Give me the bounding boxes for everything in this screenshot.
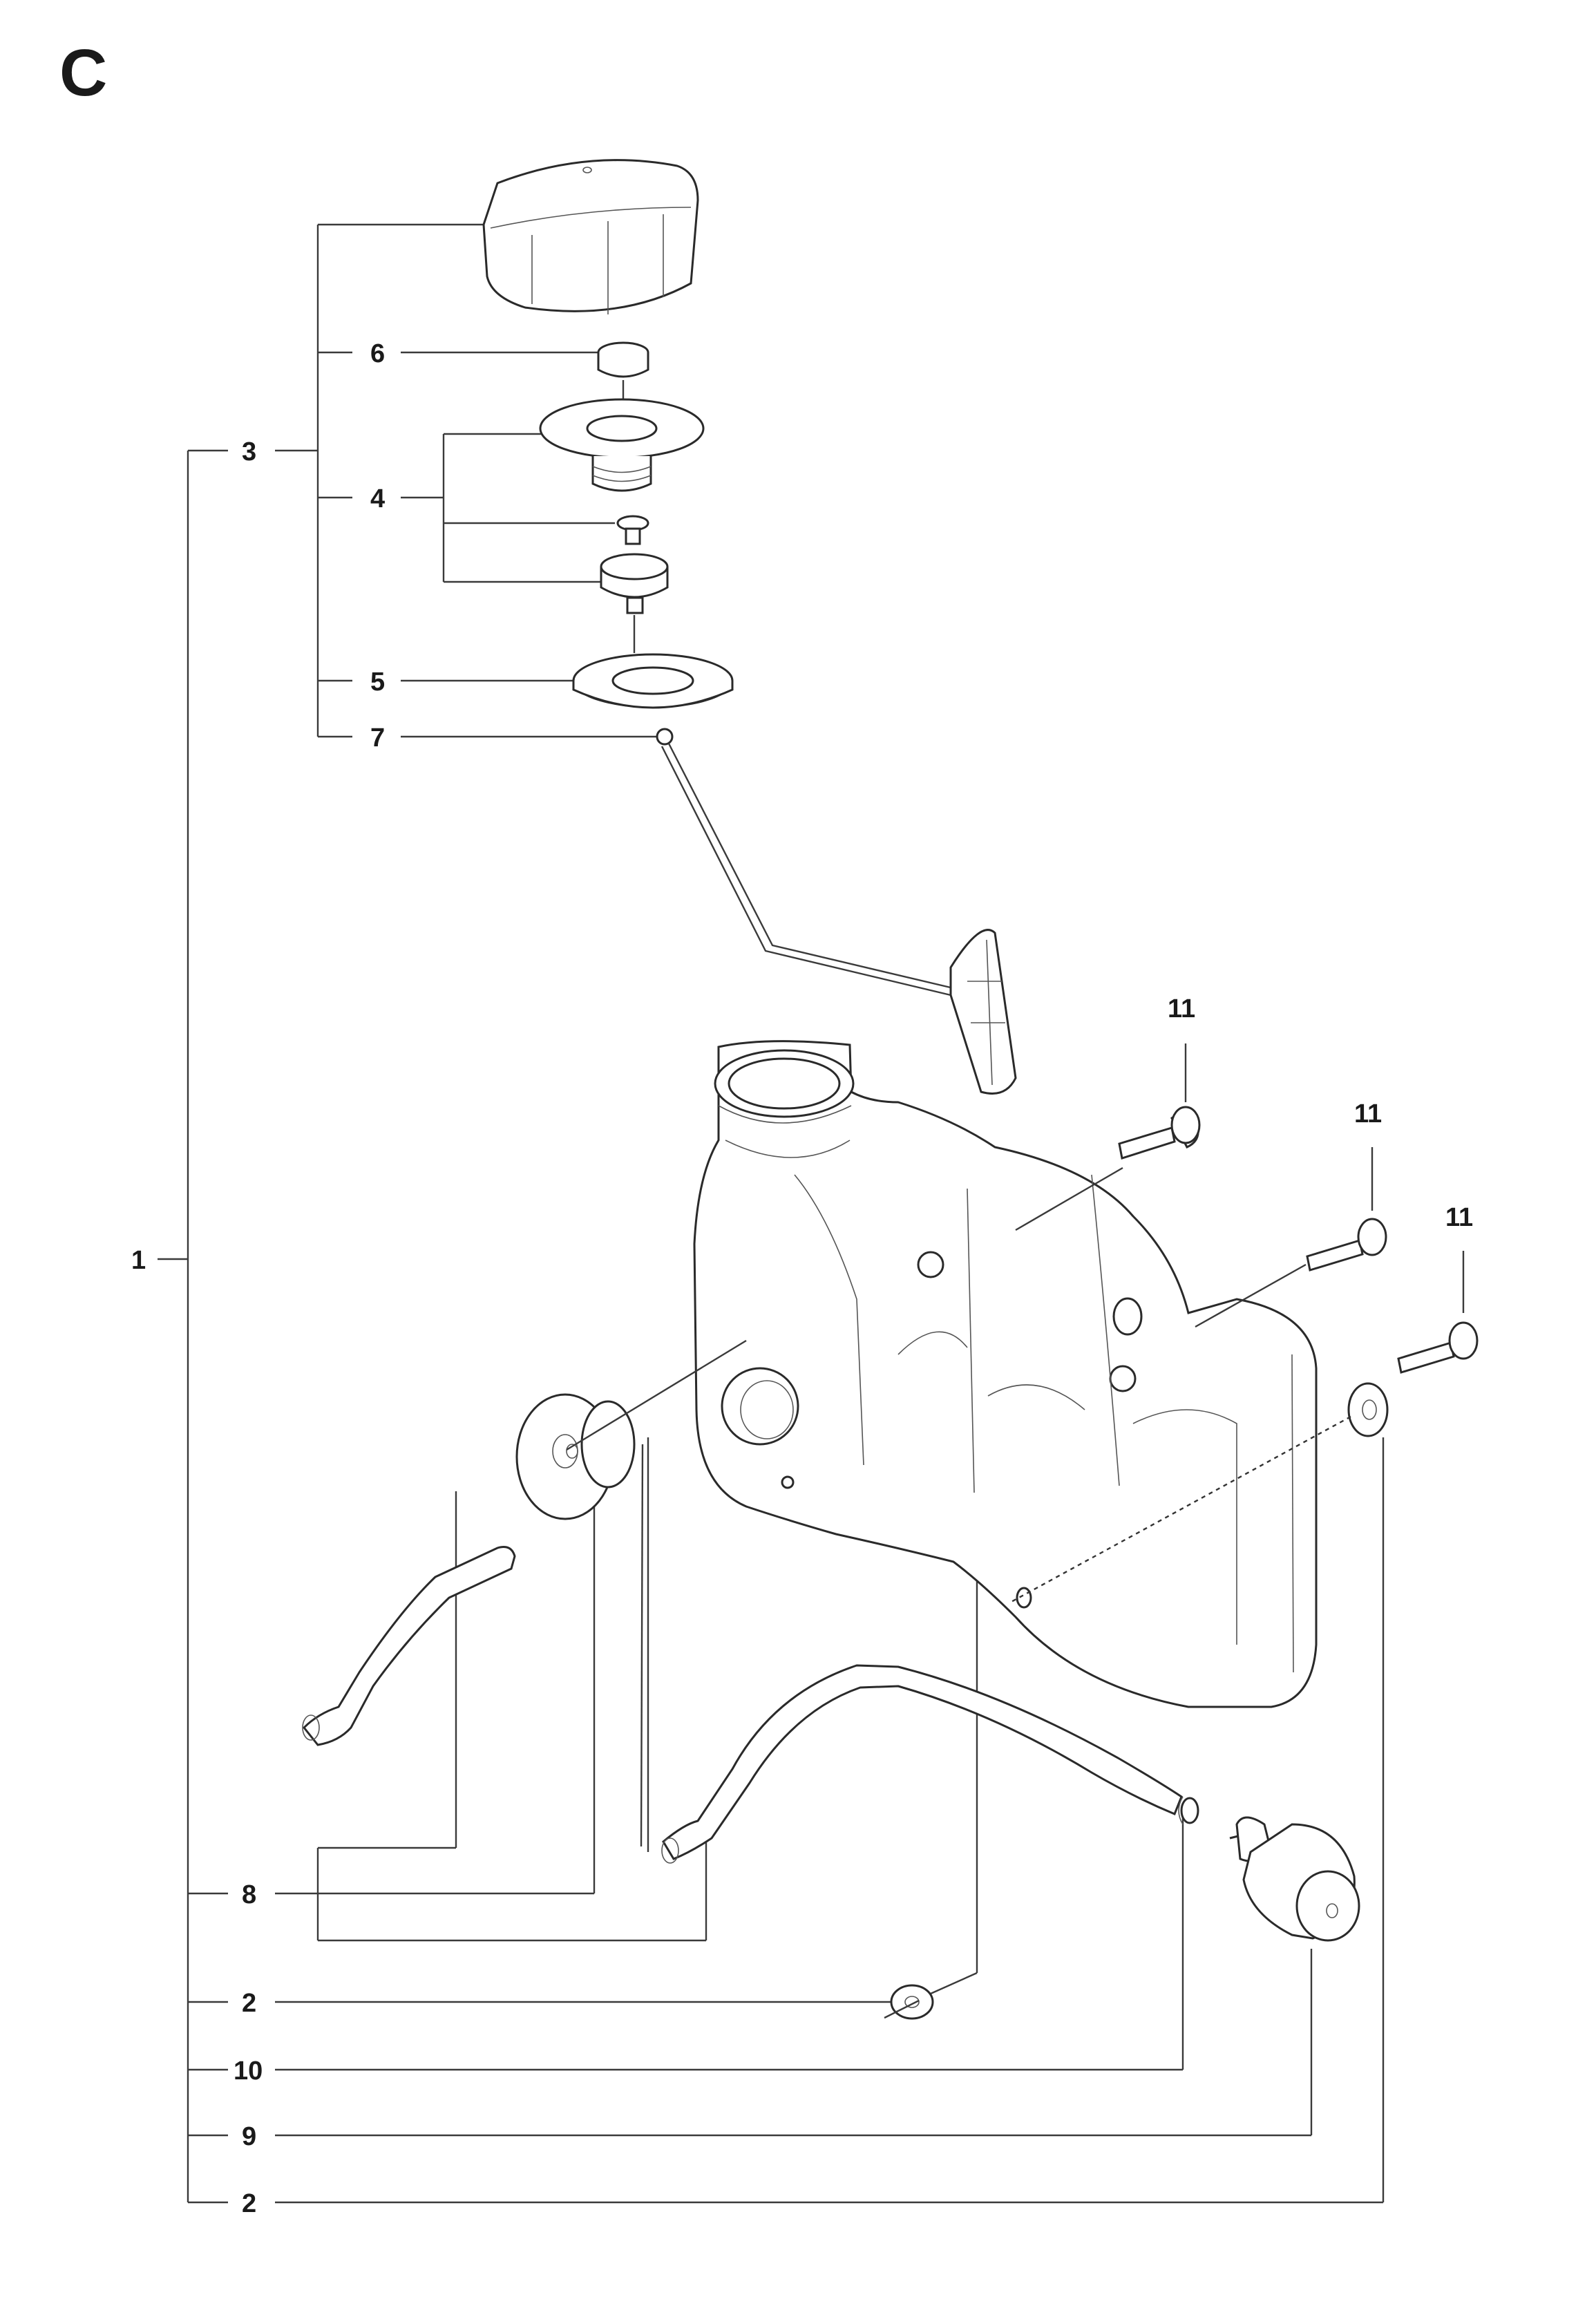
cap-seal [597, 341, 649, 432]
callout-9: 9 [242, 2122, 256, 2151]
callout-8: 8 [242, 1880, 256, 1909]
cap-insert [539, 398, 705, 653]
callout-1: 1 [131, 1246, 146, 1275]
fuel-tank [693, 1040, 1318, 1708]
grommet [515, 1393, 636, 1520]
callout-11-top: 11 [1168, 994, 1195, 1023]
callout-labels: 1 3 6 4 5 7 8 2 10 9 2 11 11 11 [131, 339, 1473, 2218]
fuel-hose-lower [661, 1664, 1183, 1864]
callout-7: 7 [370, 724, 385, 753]
leader-lines [158, 223, 1465, 2204]
callout-5: 5 [370, 668, 385, 697]
callout-11-middle: 11 [1354, 1099, 1382, 1128]
callout-11-right: 11 [1445, 1203, 1473, 1232]
callout-2-lower: 2 [242, 1989, 256, 2018]
section-letter: C [59, 36, 108, 110]
hose-clamp [1178, 1796, 1199, 1825]
callout-6: 6 [370, 339, 385, 368]
gasket [572, 653, 734, 709]
bolt-middle [1306, 1218, 1387, 1272]
callout-2-upper: 2 [242, 2189, 256, 2218]
washer-upper [1347, 1382, 1389, 1437]
fuel-filter [1229, 1816, 1360, 1942]
washer-lower [890, 1984, 934, 2020]
bolt-top [1118, 1106, 1201, 1160]
callout-10: 10 [234, 2057, 263, 2086]
fuel-hose-left [302, 1546, 516, 1746]
bolt-right [1397, 1321, 1479, 1374]
tether-strap [656, 728, 1017, 1095]
fuel-cap [482, 159, 699, 314]
callout-3: 3 [242, 437, 256, 466]
callout-4: 4 [370, 484, 385, 513]
